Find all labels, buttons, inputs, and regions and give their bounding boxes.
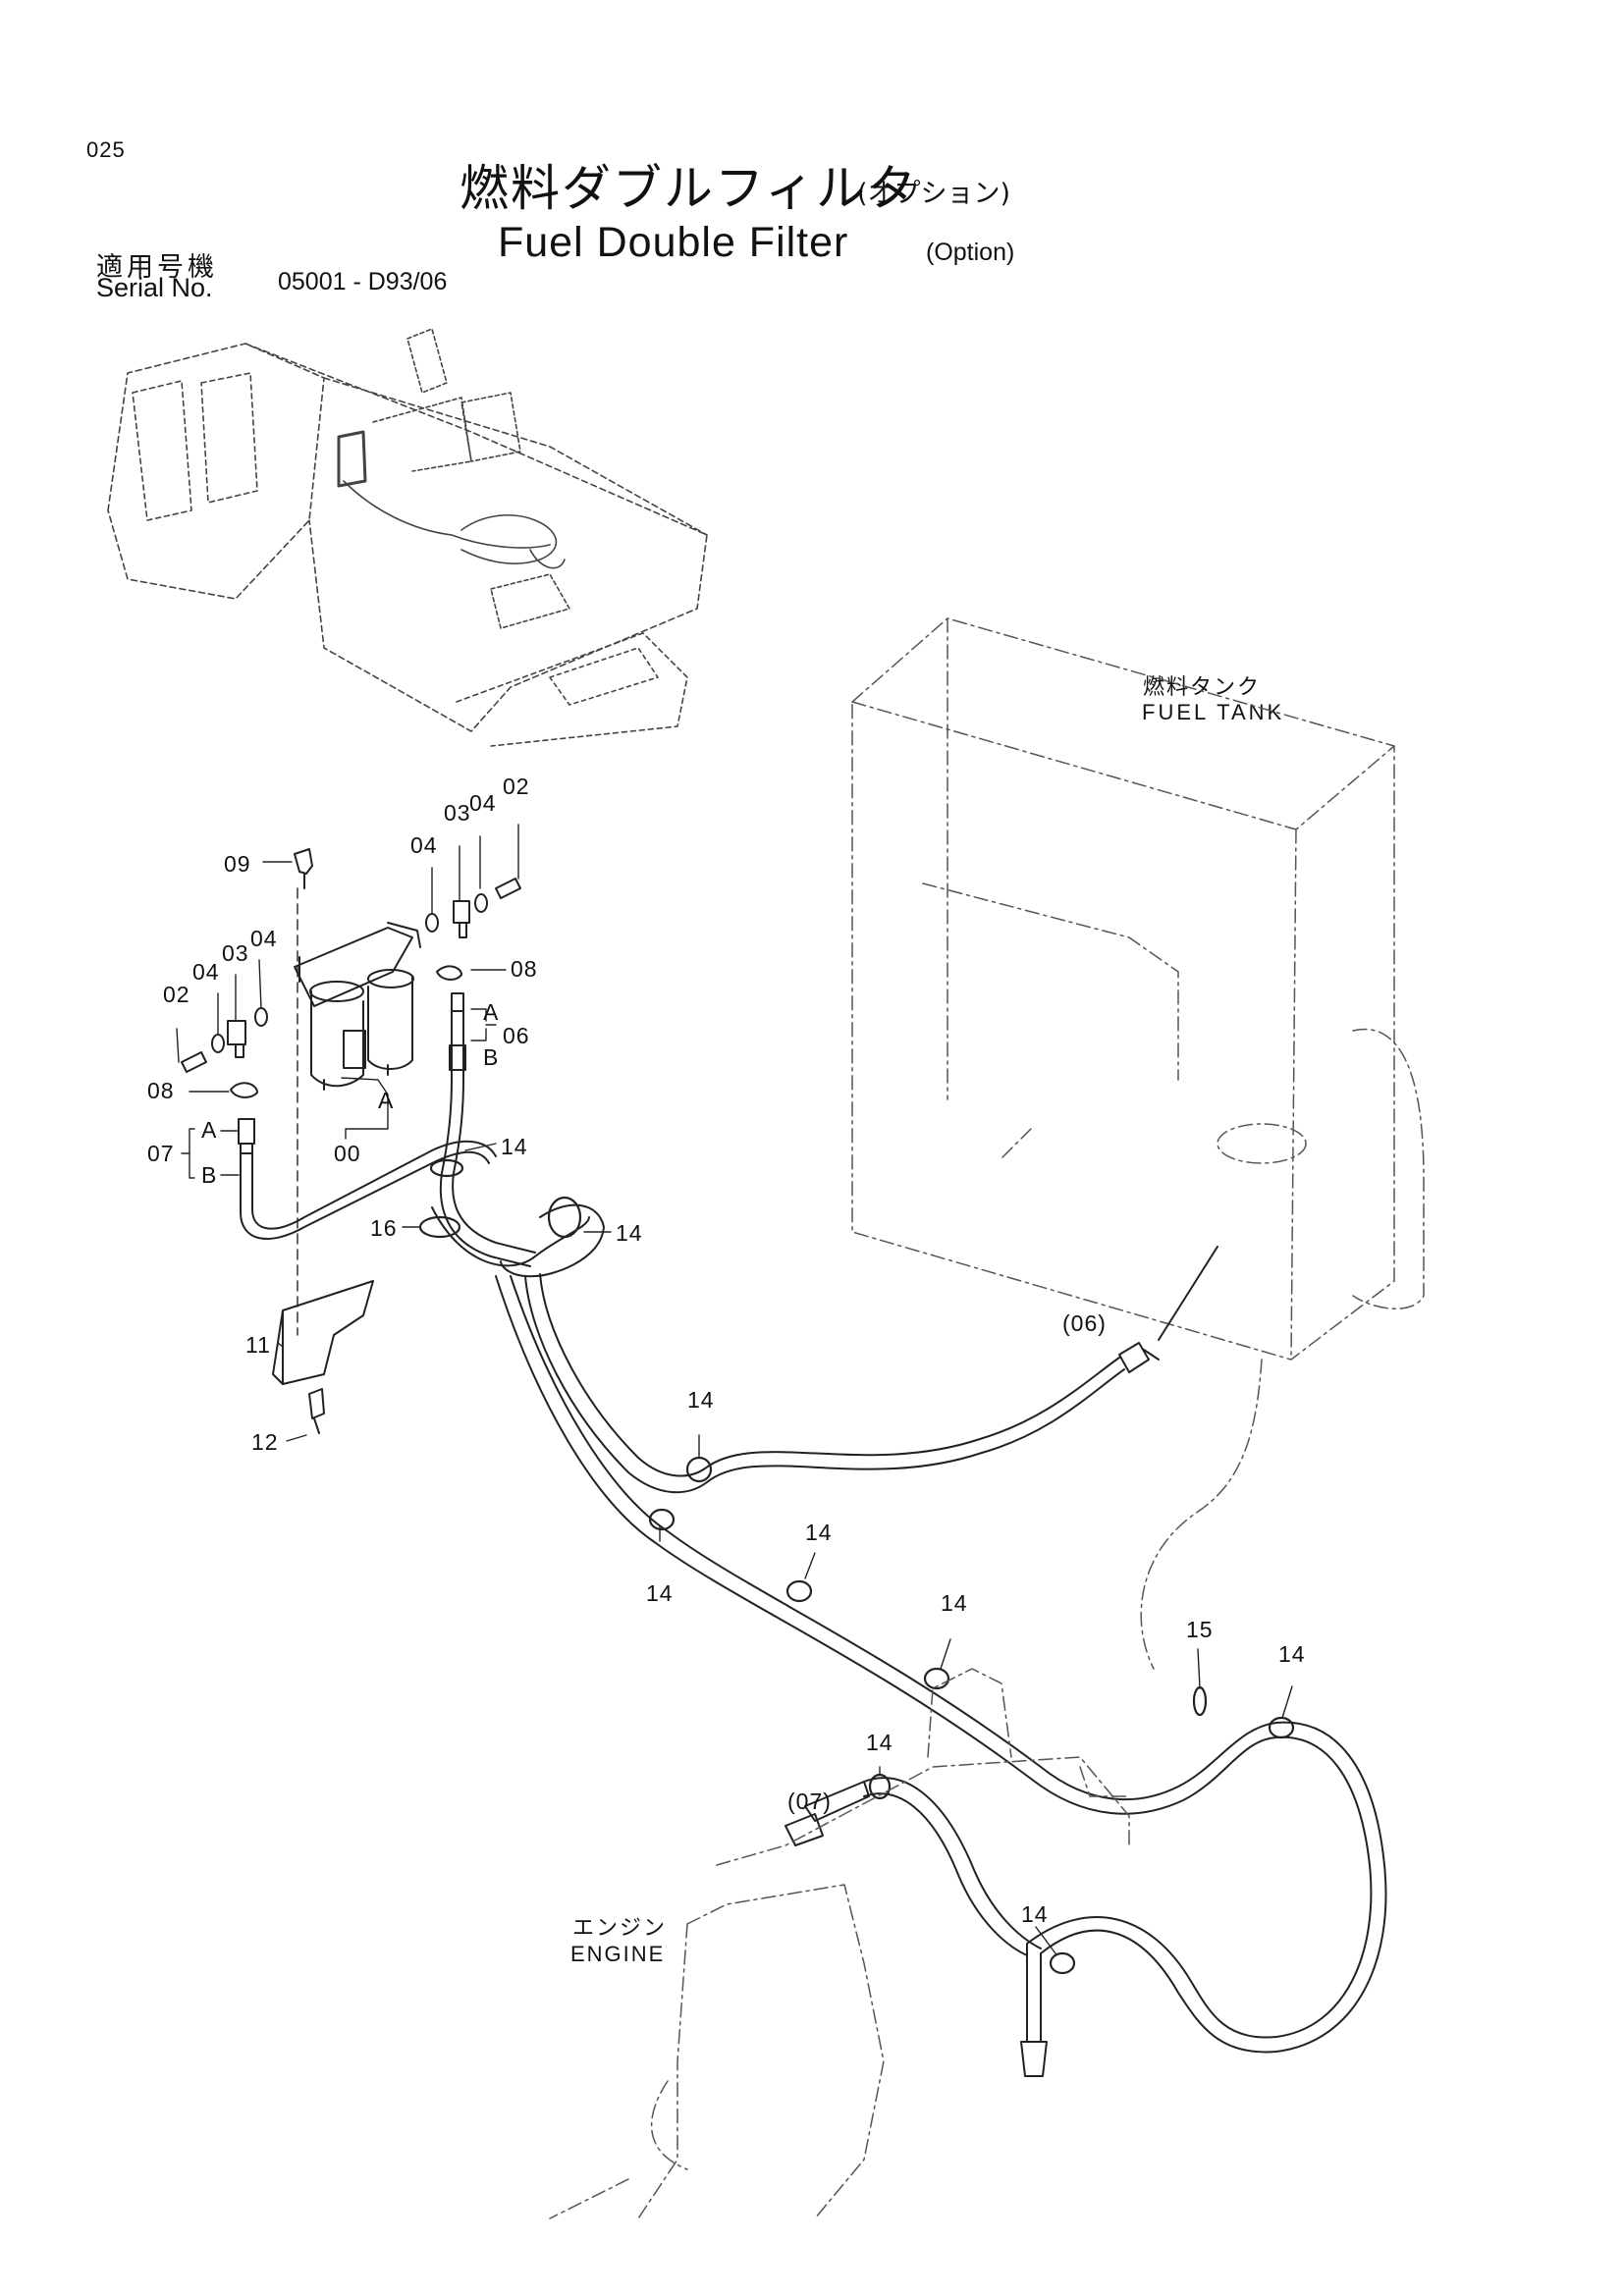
callout-12: 12 — [251, 1429, 279, 1455]
callout-02-left: 02 — [163, 982, 190, 1007]
callout-00: 00 — [334, 1141, 361, 1166]
callout-14-e: 14 — [1278, 1641, 1306, 1667]
callout-02-right: 02 — [503, 774, 530, 799]
callout-08-right: 08 — [511, 956, 538, 982]
callout-04-right-outer: 04 — [469, 790, 497, 816]
callout-16: 16 — [370, 1215, 398, 1241]
callout-a-hose-06: A — [483, 999, 500, 1025]
engine-label-japanese: エンジン — [572, 1916, 668, 1941]
excavator-overview-drawing — [107, 328, 708, 747]
callout-14-d: 14 — [941, 1590, 968, 1616]
callout-14-loop: 14 — [616, 1220, 643, 1246]
callout-14-a: 14 — [687, 1387, 715, 1413]
callout-a-hose-07: A — [201, 1117, 218, 1143]
hose-lines — [238, 992, 1387, 2077]
fuel-tank-outline — [851, 617, 1425, 1670]
callout-15: 15 — [1186, 1617, 1214, 1642]
serial-label-english: Serial No. — [96, 273, 213, 302]
title-japanese: 燃料ダブルフィルタ — [460, 160, 918, 217]
callout-06-tank: (06) — [1062, 1310, 1107, 1336]
title-english-option: (Option) — [926, 239, 1015, 266]
callout-04-left-outer: 04 — [250, 926, 278, 951]
callout-14-g: 14 — [1021, 1901, 1049, 1927]
callout-03-right: 03 — [444, 800, 471, 826]
callout-b-hose-06: B — [483, 1044, 500, 1070]
callout-14-f: 14 — [866, 1730, 893, 1755]
engine-outline — [549, 1668, 1130, 2219]
fittings-right — [425, 878, 521, 981]
callout-06: 06 — [503, 1023, 530, 1048]
callout-04-left-inner: 04 — [192, 959, 220, 985]
callout-07: 07 — [147, 1141, 175, 1166]
callout-a-filter: A — [378, 1088, 395, 1113]
page-number: 025 — [86, 137, 126, 162]
callout-b-hose-07: B — [201, 1162, 218, 1188]
callout-08-left: 08 — [147, 1078, 175, 1103]
callout-04-right-inner: 04 — [410, 832, 438, 858]
bracket-and-bolt — [272, 1280, 374, 1434]
fuel-tank-label-english: FUEL TANK — [1142, 700, 1285, 724]
callout-14-c: 14 — [805, 1520, 833, 1545]
callout-11: 11 — [245, 1332, 271, 1358]
engine-label-english: ENGINE — [570, 1942, 666, 1966]
title-english: Fuel Double Filter — [498, 219, 849, 266]
hose-clamps — [418, 1158, 1295, 1975]
serial-number-range: 05001 - D93/06 — [278, 268, 448, 295]
callout-leaders — [176, 824, 1293, 1954]
callout-03-left: 03 — [222, 940, 249, 966]
fittings-left — [181, 848, 313, 1098]
callout-07-engine: (07) — [787, 1789, 832, 1814]
callout-14-b: 14 — [646, 1580, 674, 1606]
callout-14-upper: 14 — [501, 1134, 528, 1159]
title-japanese-option: (オプション) — [857, 179, 1011, 209]
serial-label-japanese: 適用号機 — [96, 252, 218, 283]
double-filter-assembly — [294, 922, 421, 1091]
callout-09: 09 — [224, 851, 251, 877]
